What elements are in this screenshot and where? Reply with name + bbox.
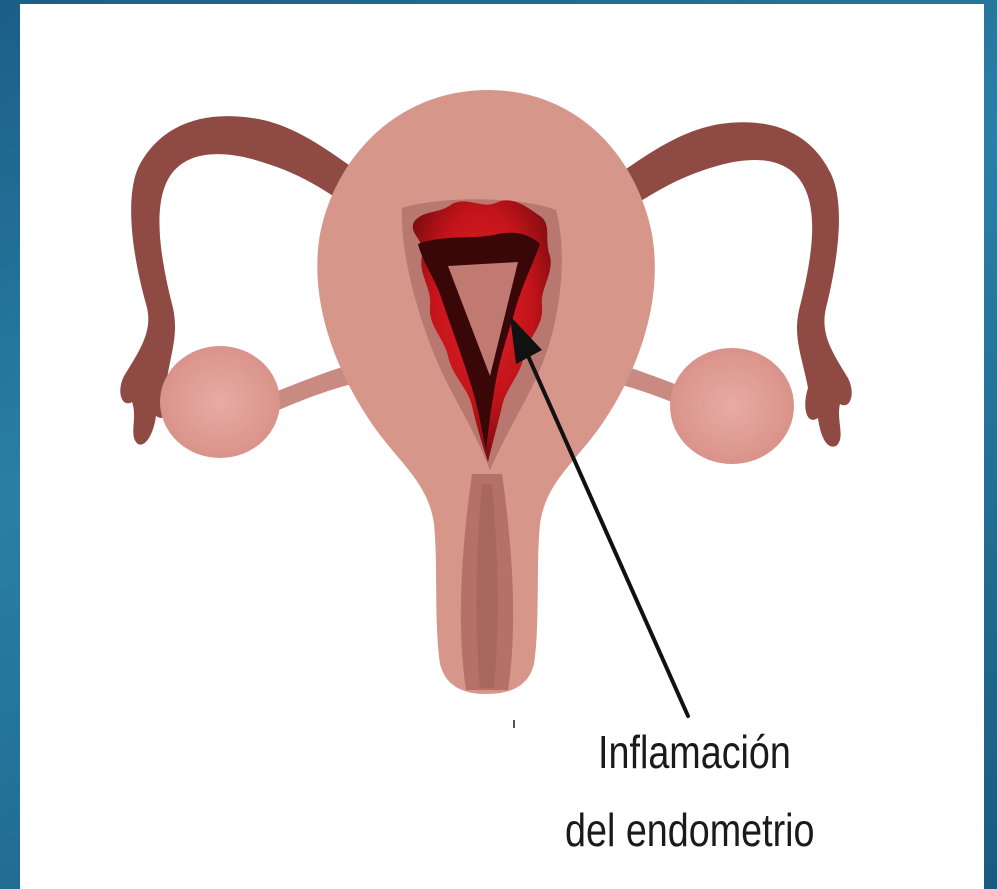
caption-line-2: del endometrio	[565, 804, 815, 856]
right-ovary	[670, 348, 794, 464]
uterus-illustration	[20, 4, 984, 889]
left-ovary	[160, 346, 280, 458]
caption-line-1: Inflamación	[598, 726, 791, 778]
illustration-panel: Inflamación del endometrio	[20, 4, 984, 889]
speck	[513, 720, 515, 728]
